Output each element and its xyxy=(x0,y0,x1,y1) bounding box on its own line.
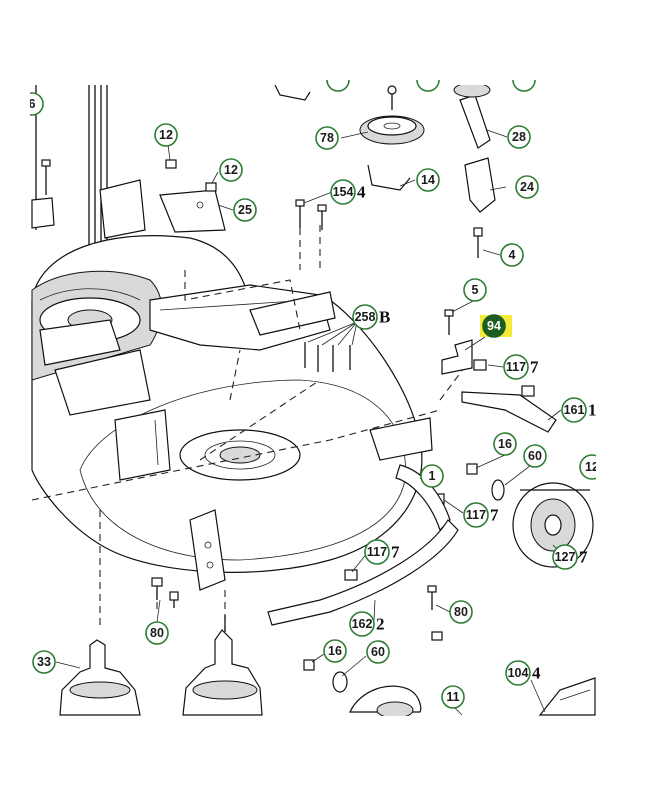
svg-text:12: 12 xyxy=(585,460,599,474)
callout-154[interactable]: 154 4 xyxy=(330,179,366,205)
callout-60[interactable]: 60 xyxy=(523,444,547,468)
svg-text:6: 6 xyxy=(29,97,36,111)
svg-text:12: 12 xyxy=(224,163,238,177)
svg-text:16: 16 xyxy=(328,644,342,658)
svg-text:2: 2 xyxy=(376,615,385,634)
callout-94[interactable]: 94 xyxy=(482,314,506,338)
callout-60[interactable]: 60 xyxy=(366,640,390,664)
callout-104[interactable]: 104 4 xyxy=(505,660,541,686)
svg-text:161: 161 xyxy=(564,403,585,417)
svg-text:B: B xyxy=(379,308,390,327)
callout-12[interactable]: 12 xyxy=(154,123,178,147)
callout-117[interactable]: 117 7 xyxy=(463,502,499,528)
callout-4[interactable]: 4 xyxy=(500,243,524,267)
svg-text:117: 117 xyxy=(506,360,526,374)
svg-text:1: 1 xyxy=(429,469,436,483)
svg-text:1: 1 xyxy=(588,401,597,420)
callout-80[interactable]: 80 xyxy=(449,600,473,624)
svg-text:24: 24 xyxy=(520,180,534,194)
svg-text:28: 28 xyxy=(512,130,526,144)
svg-text:5: 5 xyxy=(472,283,479,297)
mower-deck xyxy=(31,235,433,591)
svg-text:7: 7 xyxy=(391,543,400,562)
callout-1[interactable]: 1 xyxy=(420,464,444,488)
callout-80[interactable]: 80 xyxy=(145,621,169,645)
svg-text:16: 16 xyxy=(498,437,512,451)
svg-text:4: 4 xyxy=(509,248,516,262)
svg-text:14: 14 xyxy=(421,173,435,187)
callout-5[interactable]: 5 xyxy=(463,278,487,302)
svg-text:11: 11 xyxy=(446,690,459,704)
callout-33[interactable]: 33 xyxy=(32,650,56,674)
svg-text:60: 60 xyxy=(528,449,542,463)
svg-text:162: 162 xyxy=(352,617,373,631)
svg-text:33: 33 xyxy=(37,655,51,669)
svg-text:117: 117 xyxy=(466,508,486,522)
callout-24[interactable]: 24 xyxy=(515,175,539,199)
svg-text:104: 104 xyxy=(508,666,529,680)
small-parts xyxy=(31,82,596,719)
left-margin xyxy=(0,0,30,800)
svg-text:80: 80 xyxy=(150,626,164,640)
callout-28[interactable]: 28 xyxy=(507,125,531,149)
svg-text:60: 60 xyxy=(371,645,385,659)
svg-text:7: 7 xyxy=(579,548,588,567)
callout-25[interactable]: 25 xyxy=(233,198,257,222)
callout-162[interactable]: 162 2 xyxy=(349,611,385,637)
svg-text:258: 258 xyxy=(355,310,376,324)
callout-117[interactable]: 117 7 xyxy=(503,354,539,380)
svg-text:4: 4 xyxy=(532,664,541,683)
leader-lines xyxy=(55,129,564,716)
callout-117[interactable]: 117 7 xyxy=(364,539,400,565)
callout-78[interactable]: 78 xyxy=(315,126,339,150)
callout-127[interactable]: 127 7 xyxy=(552,544,588,570)
svg-text:7: 7 xyxy=(530,358,539,377)
svg-text:4: 4 xyxy=(357,183,366,202)
callout-258[interactable]: 258 B xyxy=(352,304,390,330)
bottom-margin xyxy=(0,716,652,800)
svg-text:117: 117 xyxy=(367,545,387,559)
callout-16[interactable]: 16 xyxy=(493,432,517,456)
callout-12[interactable]: 12 xyxy=(219,158,243,182)
right-margin xyxy=(596,0,652,800)
svg-text:78: 78 xyxy=(320,131,334,145)
svg-text:154: 154 xyxy=(333,185,354,199)
assembly-lines xyxy=(31,225,471,630)
svg-text:12: 12 xyxy=(159,128,173,142)
callout-161[interactable]: 161 1 xyxy=(561,397,597,423)
svg-text:127: 127 xyxy=(555,550,576,564)
callout-14[interactable]: 14 xyxy=(416,168,440,192)
callout-11[interactable]: 11 xyxy=(441,685,465,709)
svg-text:25: 25 xyxy=(238,203,252,217)
svg-text:7: 7 xyxy=(490,506,499,525)
svg-text:80: 80 xyxy=(454,605,468,619)
callout-16[interactable]: 16 xyxy=(323,639,347,663)
svg-text:94: 94 xyxy=(487,319,501,333)
top-margin-cover xyxy=(0,0,652,80)
